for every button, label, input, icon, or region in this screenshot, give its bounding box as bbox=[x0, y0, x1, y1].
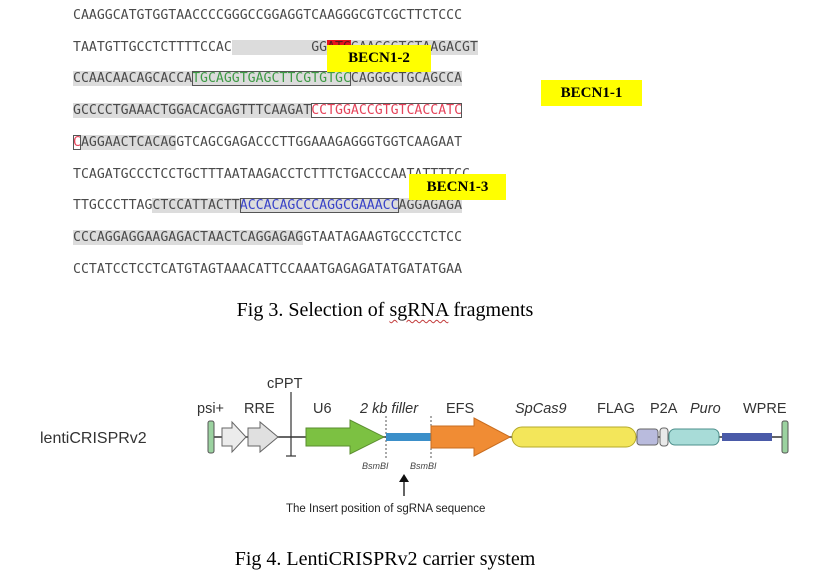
sequence-segment: CCAACAACAGCACCA bbox=[73, 71, 193, 87]
fig4-caption: Fig 4. LentiCRISPRv2 carrier system bbox=[234, 548, 536, 570]
puro-label: Puro bbox=[690, 401, 721, 417]
filler-segment bbox=[386, 433, 431, 441]
sequence-segment: CTCCATTACTT bbox=[152, 198, 240, 214]
p2a-label: P2A bbox=[650, 401, 678, 417]
sgrna-target-segment: C bbox=[73, 134, 81, 150]
efs-label: EFS bbox=[446, 401, 474, 417]
insert-position-arrowhead bbox=[399, 474, 409, 482]
u6-promoter-arrow bbox=[305, 419, 386, 455]
sequence-line: CCAACAACAGCACCATGCAGGTGAGCTTCGTGTGCCAGGG… bbox=[73, 70, 463, 88]
flag-tag bbox=[636, 428, 659, 446]
left-ltr bbox=[207, 420, 215, 454]
insert-position-caption: The Insert position of sgRNA sequence bbox=[286, 503, 486, 515]
sequence-segment: GCCCCTGAAACTGGACACGAGTTTCAAGAT bbox=[73, 103, 312, 119]
sgrna-target-segment: CCTGGACCGTGTCACCATC bbox=[311, 103, 463, 119]
vector-name: lentiCRISPRv2 bbox=[40, 430, 147, 447]
sequence-segment: GTAATAGAAGTGCCCTCTCC bbox=[303, 229, 463, 245]
becn1-2-label: BECN1-2 bbox=[327, 45, 431, 72]
sequence-line: CAAGGCATGTGGTAACCCCGGGCCGGAGGTCAAGGGCGTC… bbox=[73, 7, 462, 25]
sequence-segment: AGGAGAGA bbox=[398, 198, 463, 214]
sequence-segment: TCAGATGCCCTCCTGCTTTAATAAGACCTCTTTCTGACCC… bbox=[73, 166, 470, 182]
bsmbi-site-2-label: BsmBI bbox=[410, 461, 437, 471]
sequence-segment: CCTATCCTCCTCATGTAGTAAACATTCCAAATGAGAGATA… bbox=[73, 261, 463, 277]
sequence-segment: CCCAGGAGGAAGAGACTAACTCAGGAGAG bbox=[73, 229, 304, 245]
cppt-label: cPPT bbox=[267, 376, 303, 392]
sgrna-target-segment: ACCACAGCCCAGGCGAAACC bbox=[239, 198, 399, 214]
sequence-segment: CAGGGCTGCAGCCA bbox=[350, 71, 463, 87]
wpre-label: WPRE bbox=[743, 401, 787, 417]
sequence-line: TTGCCCTTAGCTCCATTACTTACCACAGCCCAGGCGAAAC… bbox=[73, 197, 463, 215]
sequence-line: CCTATCCTCCTCATGTAGTAAACATTCCAAATGAGAGATA… bbox=[73, 261, 462, 279]
sequence-segment: AGGAACTCACAG bbox=[80, 134, 177, 150]
u6-label: U6 bbox=[313, 401, 332, 417]
flag-label: FLAG bbox=[597, 401, 635, 417]
efs-promoter-arrow bbox=[430, 417, 512, 457]
psi-arrow bbox=[221, 420, 247, 454]
fig3-caption-suffix: fragments bbox=[448, 299, 534, 321]
rre-label: RRE bbox=[244, 401, 275, 417]
sequence-segment: GG bbox=[231, 39, 328, 55]
sgrna-target-segment: TGCAGGTGAGCTTCGTGTGC bbox=[192, 71, 351, 87]
bsmbi-site-1-label: BsmBI bbox=[362, 461, 389, 471]
psi-label: psi+ bbox=[197, 401, 224, 417]
sequence-segment: TAATGTTGCCTCTTTTCCAC bbox=[73, 39, 232, 55]
fig3-caption-prefix: Fig 3. Selection of bbox=[236, 299, 390, 321]
becn1-3-label: BECN1-3 bbox=[409, 174, 506, 200]
fig3-caption-term: sgRNA bbox=[389, 299, 449, 321]
spcas9-label: SpCas9 bbox=[515, 401, 567, 417]
sequence-segment: GTCAGCGAGACCCTTGGAAAGAGGGTGGTCAAGAAT bbox=[176, 134, 463, 150]
p2a-segment bbox=[659, 427, 669, 447]
filler-label: 2 kb filler bbox=[359, 401, 419, 417]
sequence-segment: TTGCCCTTAG bbox=[73, 198, 153, 214]
sequence-line: TCAGATGCCCTCCTGCTTTAATAAGACCTCTTTCTGACCC… bbox=[73, 166, 470, 184]
sequence-segment: CAAGGCATGTGGTAACCCCGGGCCGGAGGTCAAGGGCGTC… bbox=[73, 8, 463, 23]
sequence-line: CAGGAACTCACAGGTCAGCGAGACCCTTGGAAAGAGGGTG… bbox=[73, 134, 462, 152]
puro-gene bbox=[668, 428, 720, 446]
wpre-element bbox=[722, 433, 772, 441]
spcas9-gene bbox=[511, 426, 637, 448]
becn1-1-label: BECN1-1 bbox=[541, 80, 642, 106]
rre-arrow bbox=[247, 420, 279, 454]
sequence-line: CCCAGGAGGAAGAGACTAACTCAGGAGAGGTAATAGAAGT… bbox=[73, 229, 462, 247]
right-ltr bbox=[781, 420, 789, 454]
sequence-line: GCCCCTGAAACTGGACACGAGTTTCAAGATCCTGGACCGT… bbox=[73, 102, 463, 120]
fig3-caption: Fig 3. Selection of sgRNA fragments bbox=[0, 299, 770, 322]
